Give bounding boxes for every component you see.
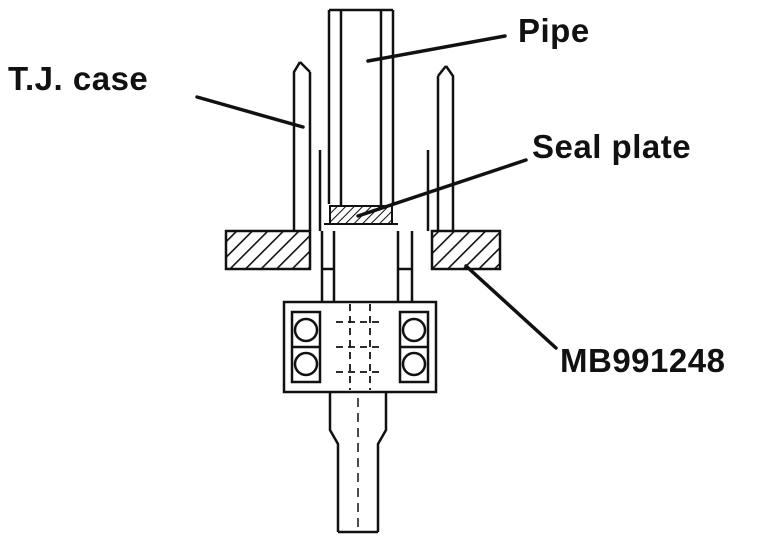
bearing-shape bbox=[282, 300, 438, 394]
leader-pipe bbox=[366, 34, 507, 63]
tool-plate-right bbox=[430, 229, 502, 271]
leader-lines bbox=[195, 34, 558, 350]
leader-tool bbox=[464, 264, 558, 350]
leader-seal-plate bbox=[356, 158, 528, 218]
tool-plate-left bbox=[224, 229, 312, 271]
label-pipe: Pipe bbox=[518, 12, 590, 49]
tj-case-shape bbox=[292, 61, 455, 231]
shaft-shape bbox=[328, 392, 388, 534]
label-seal-plate: Seal plate bbox=[532, 128, 692, 165]
pipe-shape bbox=[327, 8, 395, 206]
leader-tj-case bbox=[195, 95, 305, 129]
label-tj-case: T.J. case bbox=[8, 60, 149, 97]
neck-shape bbox=[320, 231, 414, 302]
label-tool: MB991248 bbox=[560, 342, 726, 379]
